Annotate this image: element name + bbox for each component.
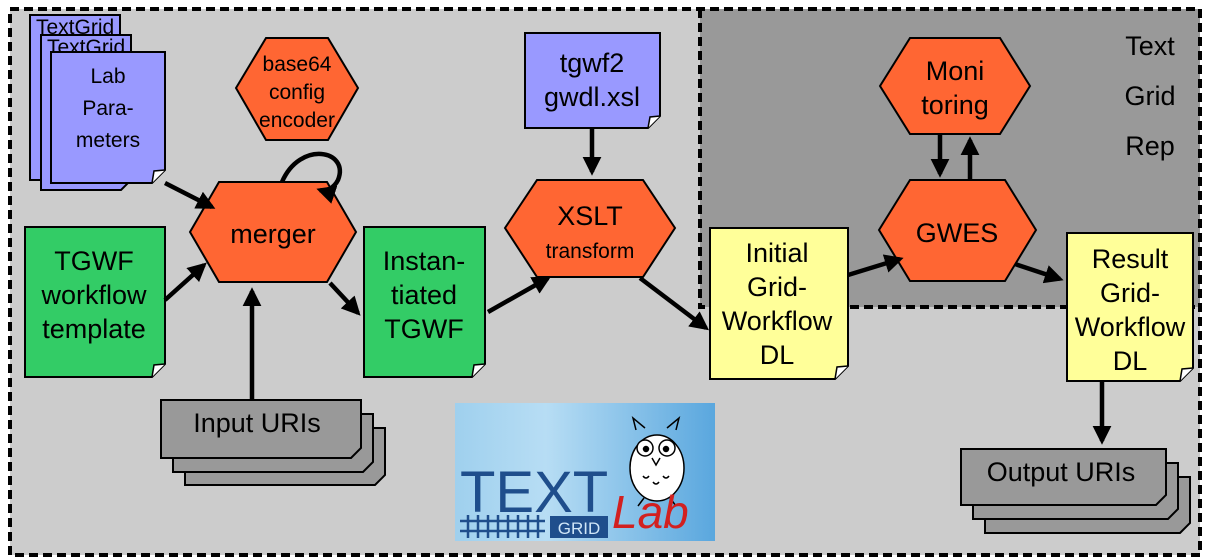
initial-gwdl-label-line-4: DL	[760, 340, 795, 370]
instantiated-tgwf-label-line-1: Instan-	[383, 246, 466, 276]
result-gwdl-document: Result Grid- Workflow DL	[1066, 232, 1194, 382]
result-gwdl-label-line-3: Workflow	[1075, 312, 1186, 342]
result-gwdl-label-line-1: Result	[1092, 244, 1169, 274]
initial-gwdl-label-line-1: Initial	[745, 238, 808, 268]
xsl-label-line-2: gwdl.xsl	[544, 82, 640, 112]
edge-template-to-merger	[163, 262, 207, 302]
tgwf-template-label-line-3: template	[42, 314, 146, 344]
initial-gwdl-document: Initial Grid- Workflow DL	[709, 227, 849, 380]
merger-label: merger	[230, 219, 316, 249]
gwes-label: GWES	[916, 218, 999, 248]
logo-grid-bar	[460, 515, 545, 538]
base64-encoder-process: base64 config encoder	[234, 37, 360, 141]
tgwf-template-label-line-1: TGWF	[54, 246, 133, 276]
lab-parameters-label-line-1: Lab	[90, 65, 125, 88]
instantiated-tgwf-label-line-3: TGWF	[384, 314, 463, 344]
monitoring-label-line-2: toring	[921, 90, 989, 120]
lab-parameters-label-line-3: meters	[76, 129, 140, 152]
xslt-transform-process: XSLT transform	[503, 179, 677, 278]
result-gwdl-label-line-2: Grid-	[1100, 278, 1160, 308]
xslt-label-line-1: XSLT	[557, 201, 623, 231]
repository-label-line-1: Text	[1125, 31, 1175, 61]
instantiated-tgwf-document: Instan- tiated TGWF	[363, 226, 486, 378]
edge-merger-to-instantiated	[328, 281, 361, 316]
edge-lab-parameters-to-merger	[163, 180, 216, 210]
input-uris-stack: Input URIs	[160, 399, 386, 486]
monitoring-label-line-1: Moni	[926, 56, 985, 86]
xsl-label-line-1: tgwf2	[560, 48, 625, 78]
instantiated-tgwf-label-line-2: tiated	[391, 280, 457, 310]
initial-gwdl-label-line-2: Grid-	[747, 272, 807, 302]
edge-instantiated-to-xslt	[486, 276, 552, 314]
textgrid-lab-logo: TEXT GRID Lab	[455, 403, 715, 541]
lab-parameters-document-stack: TextGrid TextGrid Lab Para- meters	[29, 14, 166, 191]
logo-word: TEXT	[460, 460, 608, 525]
logo-sub: GRID	[558, 519, 601, 538]
repository-region-border	[698, 9, 1200, 309]
lab-parameters-label-line-2: Para-	[82, 97, 133, 120]
base64-label-line-2: config	[269, 81, 325, 104]
gwes-process: GWES	[877, 179, 1038, 282]
result-gwdl-label-line-4: DL	[1113, 346, 1148, 376]
edge-xslt-to-initial	[638, 276, 710, 331]
owl-icon	[629, 415, 685, 507]
tgwf-template-document: TGWF workflow template	[24, 226, 166, 378]
tgwf-template-label-line-2: workflow	[40, 280, 147, 310]
xslt-label-line-2: transform	[546, 240, 635, 263]
repository-label-line-3: Rep	[1125, 131, 1175, 161]
monitoring-process: Moni toring	[878, 37, 1032, 135]
edge-initial-to-gwes	[847, 254, 904, 278]
logo-script: Lab	[612, 486, 689, 538]
base64-label-line-3: encoder	[259, 109, 335, 132]
merger-process: merger	[188, 181, 358, 283]
initial-gwdl-label-line-3: Workflow	[722, 306, 833, 336]
base64-label-line-1: base64	[263, 53, 332, 76]
repository-label-line-2: Grid	[1124, 81, 1175, 111]
edge-merger-encoder-loop	[279, 151, 343, 204]
output-uris-stack: Output URIs	[960, 448, 1191, 534]
stack-back-label: TextGrid	[36, 16, 114, 39]
input-uris-label: Input URIs	[193, 408, 321, 438]
outer-region-border	[8, 7, 1202, 557]
edge-gwes-to-result	[1014, 261, 1064, 284]
tgwf2gwdl-xsl-document: tgwf2 gwdl.xsl	[524, 32, 661, 129]
output-uris-label: Output URIs	[987, 457, 1136, 487]
